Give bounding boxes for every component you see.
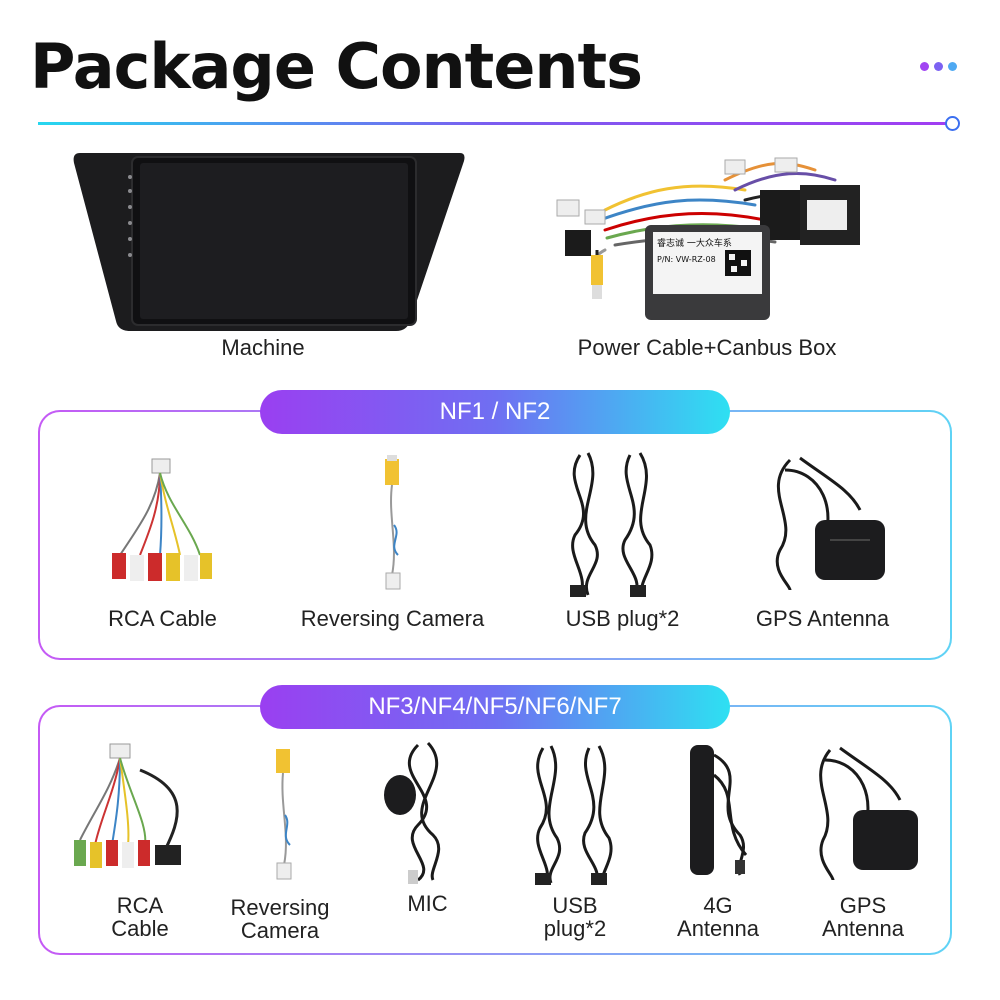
gps-antenna-image [775, 456, 885, 591]
reversing-camera-label: Reversing Camera [300, 606, 485, 631]
machine-image [73, 153, 465, 331]
usb-plugs-image [570, 452, 654, 597]
canbus-label-text: 睿志诚 一大众车系 [657, 237, 732, 249]
rca-cable-2-label-line2: Cable [111, 916, 169, 941]
usb-plugs-2-image [535, 745, 613, 885]
section-nf3-nf7-panel [38, 705, 952, 955]
more-dots-icon [920, 62, 957, 71]
reversing-camera-2-image [276, 749, 292, 880]
canbus-pn-text: P/N: VW-RZ-08 [657, 255, 716, 264]
section-nf3-nf7-pill: NF3/NF4/NF5/NF6/NF7 [260, 685, 730, 729]
rca-cable-2-label-line1: RCA [116, 893, 164, 918]
usb-plugs-2-label-line2: plug*2 [543, 916, 607, 941]
gps-antenna-label: GPS Antenna [755, 606, 890, 631]
gps-antenna-2-image [819, 746, 918, 881]
reversing-camera-2-label-line1: Reversing [230, 895, 330, 920]
rca-cable-label: RCA Cable [108, 606, 217, 631]
mic-image [384, 741, 441, 884]
4g-antenna-label-line2: Antenna [677, 916, 759, 941]
divider-end-circle [945, 116, 960, 131]
page-title: Package Contents [30, 30, 643, 103]
reversing-camera-cable-image [385, 455, 401, 590]
power-cable-label: Power Cable+Canbus Box [577, 335, 837, 360]
header-divider [38, 122, 948, 125]
usb-plugs-2-label-line1: USB [552, 893, 598, 918]
usb-plug-label: USB plug*2 [565, 606, 680, 631]
reversing-camera-2-label-line2: Camera [240, 918, 320, 943]
rca-cable-2-image [74, 743, 181, 868]
gps-antenna-2-label-line2: Antenna [822, 916, 904, 941]
machine-label: Machine [221, 335, 305, 360]
4g-antenna-label-line1: 4G [703, 893, 733, 918]
section-nf1-nf2-pill: NF1 / NF2 [260, 390, 730, 434]
power-cable-canbus-image: 睿志诚 一大众车系 P/N: VW-RZ-08 [556, 157, 860, 320]
4g-antenna-image [690, 745, 748, 876]
gps-antenna-2-label-line1: GPS [839, 893, 887, 918]
rca-cable-image [112, 458, 212, 581]
mic-label: MIC [407, 891, 448, 916]
